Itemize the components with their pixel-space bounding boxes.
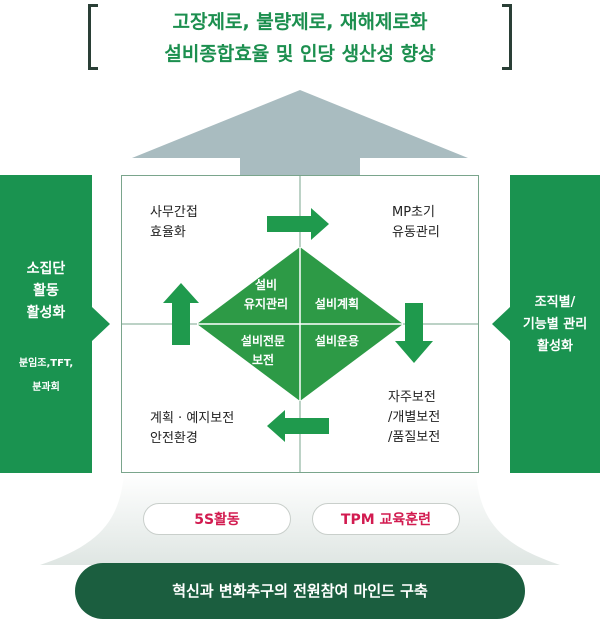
diamond-bottom-left-text: 설비전문 보전: [230, 332, 296, 370]
goal-box: 고장제로, 불량제로, 재해제로화 설비종합효율 및 인당 생산성 향상: [88, 4, 512, 72]
diamond-top-right-text: 설비계획: [302, 295, 372, 314]
goal-line-2: 설비종합효율 및 인당 생산성 향상: [164, 43, 436, 65]
quadrant-bottom-right: 자주보전 /개별보전 /품질보전: [388, 388, 440, 448]
quadrant-line: /품질보전: [388, 430, 441, 445]
diamond-line: 보전: [251, 353, 275, 367]
quadrant-line: /개별보전: [388, 410, 441, 425]
diamond-bottom-right-text: 설비운용: [302, 332, 372, 351]
diamond-line: 설비계획: [314, 297, 360, 311]
quadrant-line: 자주보전: [388, 390, 436, 405]
left-sub-line: 분임조,TFT,: [18, 358, 74, 369]
diamond-top-left-text: 설비 유지관리: [234, 276, 298, 314]
arrow-up-icon: [163, 283, 199, 345]
quadrant-line: 계획 · 예지보전: [150, 411, 235, 426]
arrow-left-icon: [267, 410, 329, 442]
left-sub-line: 분과회: [32, 382, 60, 393]
right-title-line: 기능별 관리: [522, 317, 588, 332]
arrow-right-icon: [267, 208, 329, 240]
center-diagram: [121, 175, 479, 473]
quadrant-top-left: 사무간접 효율화: [150, 203, 198, 243]
foundation-bar: 혁신과 변화추구의 전원참여 마인드 구축: [75, 563, 525, 619]
goal-bracket-right: [502, 4, 512, 70]
left-title-line: 활동: [33, 283, 59, 299]
left-title-line: 활성화: [26, 305, 66, 321]
diamond-line: 설비운용: [314, 334, 360, 348]
quadrant-line: MP초기: [392, 205, 435, 220]
left-panel-subtitle: 분임조,TFT, 분과회: [0, 352, 92, 400]
goal-bracket-left: [88, 4, 98, 70]
left-title-line: 소집단: [26, 261, 66, 277]
arrow-down-icon: [395, 303, 433, 363]
right-title-line: 활성화: [537, 339, 573, 354]
right-panel-title: 조직별/ 기능별 관리 활성화: [510, 292, 600, 358]
quadrant-bottom-left: 계획 · 예지보전 안전환경: [150, 409, 234, 449]
big-up-arrow: [132, 90, 468, 176]
diamond-line: 설비: [254, 278, 278, 292]
quadrant-line: 안전환경: [150, 431, 198, 446]
diamond-line: 유지관리: [243, 297, 289, 311]
quadrant-line: 유동관리: [392, 225, 440, 240]
right-title-line: 조직별/: [534, 295, 576, 310]
pill-tpm-training: TPM 교육훈련: [312, 503, 460, 535]
right-panel: [492, 175, 600, 473]
pill-5s-activity: 5S활동: [143, 503, 291, 535]
quadrant-line: 효율화: [150, 225, 186, 240]
goal-line-1: 고장제로, 불량제로, 재해제로화: [172, 11, 428, 33]
left-panel: [0, 175, 110, 473]
quadrant-top-right: MP초기 유동관리: [392, 203, 440, 243]
quadrant-line: 사무간접: [150, 205, 198, 220]
left-panel-title: 소집단 활동 활성화: [0, 258, 92, 324]
diamond-line: 설비전문: [240, 334, 286, 348]
foundation-funnel: [40, 473, 560, 565]
